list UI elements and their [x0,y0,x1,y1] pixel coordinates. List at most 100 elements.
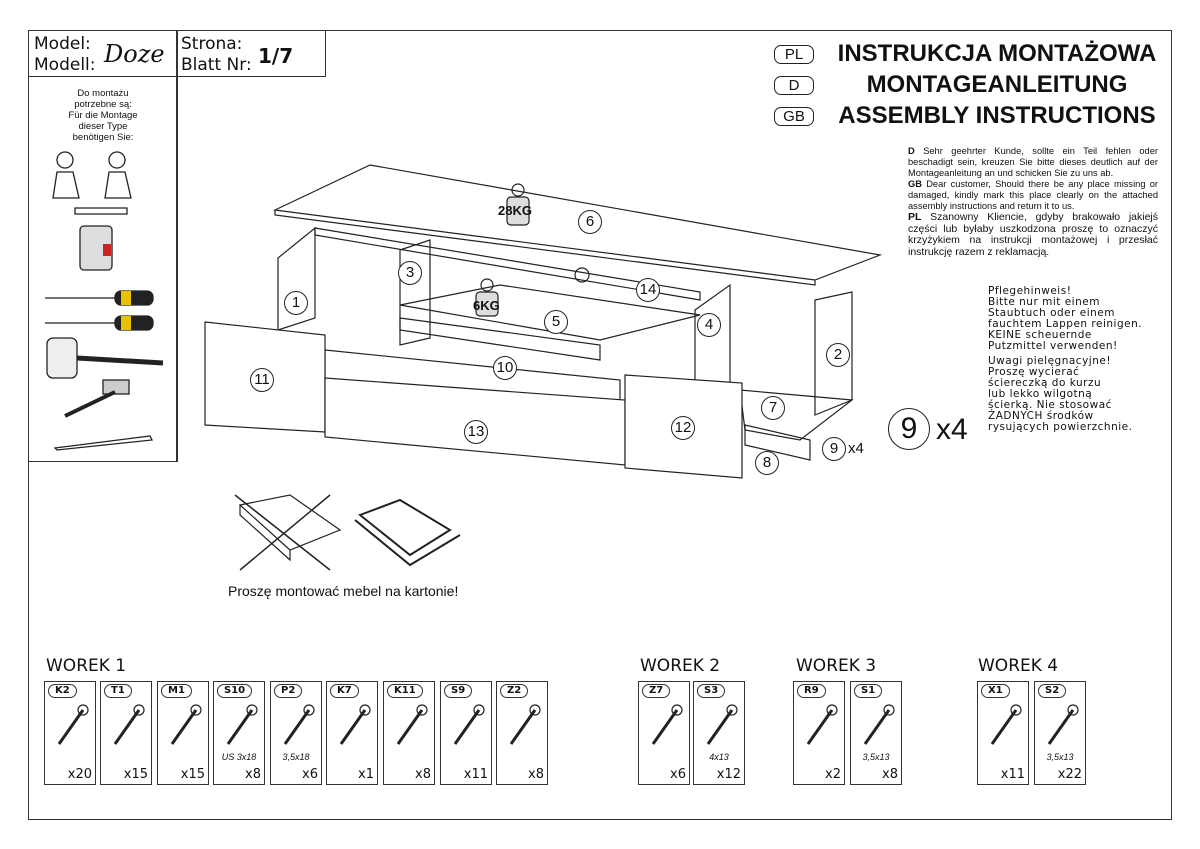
hardware-part-icon [339,704,371,745]
hardware-part-icon [806,704,838,745]
title-d: D MONTAGEANLEITUNG [774,71,1162,99]
hardware-size: 3,5x18 [282,752,310,762]
part-label-11: 11 [250,368,274,392]
bag-title-3: WOREK 3 [796,656,877,676]
side-panel-4 [694,283,731,391]
weight-icon-28kg [506,183,530,226]
part-label-12: 12 [671,416,695,440]
hardware-qty: x8 [882,767,898,782]
hardware-qty: x12 [716,767,741,782]
missing-part-notes: D Sehr geehrter Kunde, sollte ein Teil f… [908,146,1158,258]
hardware-qty: x8 [415,767,431,782]
hardware-part-icon [170,704,202,745]
part-label-6: 6 [578,210,602,234]
bag-title-4: WOREK 4 [978,656,1059,676]
hardware-size: 4x13 [709,752,729,762]
part-label-1: 1 [284,291,308,315]
back-panel [314,227,701,301]
hardware-qty: x1 [358,767,374,782]
bottom-panel-7 [739,389,854,441]
hardware-part-icon [863,704,895,745]
hardware-qty: x8 [528,767,544,782]
part-label-10: 10 [493,356,517,380]
hardware-part-icon [57,704,89,745]
hardware-qty: x8 [245,767,261,782]
hardware-part-icon [283,704,315,745]
hardware-qty: x15 [123,767,148,782]
model-name: Doze [104,40,165,68]
lang-badge: PL [774,44,814,64]
pencil-icon [53,435,154,451]
hardware-code: S10 [217,684,253,698]
hardware-part-icon [509,704,541,745]
two-people-icon [52,151,132,215]
header-divider [176,30,178,462]
weight-label-top: 28KG [498,203,532,218]
mallet-icon [46,337,164,379]
caption-line: benötigen Sie: [72,132,134,143]
bag-title-2: WOREK 2 [640,656,721,676]
cable-hole [574,267,590,283]
tape-measure-icon [79,225,113,271]
big-part-qty: x4 [936,413,968,446]
tools-caption: Do montażu potrzebne są: Für die Montage… [30,88,176,143]
tools-illustration [45,151,164,451]
caption-line: Für die Montage [68,110,138,121]
lang-badge: D [774,75,814,95]
modell-label: Modell: [34,55,96,75]
hardware-qty: x11 [463,767,488,782]
note-gb: GB Dear customer, Should there be any pl… [908,179,1158,212]
plinth-8 [744,424,811,461]
hardware-code: S9 [444,684,473,698]
caption-line: potrzebne są: [74,99,132,110]
hardware-code: X1 [981,684,1010,698]
part-label-13: 13 [464,420,488,444]
part-9-qty: x4 [848,440,864,457]
side-panel-3 [399,239,431,346]
part-label-7: 7 [761,396,785,420]
title-text: MONTAGEANLEITUNG [866,71,1128,98]
hardware-size: 3,5x13 [862,752,890,762]
carton-correct-illustration [354,498,461,567]
note-text: Sehr geehrter Kunde, sollte ein Teil feh… [908,146,1158,178]
tools-box [28,77,178,462]
weight-icon-6kg [475,278,499,317]
note-text: Szanowny Kliencie, gdyby brakowało jakie… [908,211,1159,258]
hardware-item-s9: S9 x11 [440,681,492,785]
bag-title-1: WOREK 1 [46,656,127,676]
part-label-3: 3 [398,261,422,285]
hardware-size: US 3x18 [221,752,257,762]
part-label-2: 2 [826,343,850,367]
hardware-part-icon [113,704,145,745]
hardware-part-icon [706,704,738,745]
hardware-item-k11: K11 x8 [383,681,435,785]
care-note-pl: Uwagi pielęgnacyjne! Proszę wycierać ści… [988,355,1133,433]
hardware-item-m1: M1 x15 [157,681,209,785]
hammer-icon [64,379,130,418]
carton-wrong-illustration [234,494,342,571]
hardware-qty: x2 [825,767,841,782]
shelf-14 [399,284,701,341]
hardware-qty: x6 [302,767,318,782]
hardware-item-s10: S10 US 3x18 x8 [213,681,265,785]
part-label-14: 14 [636,278,660,302]
hardware-code: K11 [387,684,423,698]
hardware-qty: x20 [67,767,92,782]
hardware-qty: x15 [180,767,205,782]
hardware-code: M1 [161,684,192,698]
hardware-part-icon [990,704,1022,745]
page-number: 1/7 [258,44,294,68]
big-part-label-9: 9 [888,408,930,450]
